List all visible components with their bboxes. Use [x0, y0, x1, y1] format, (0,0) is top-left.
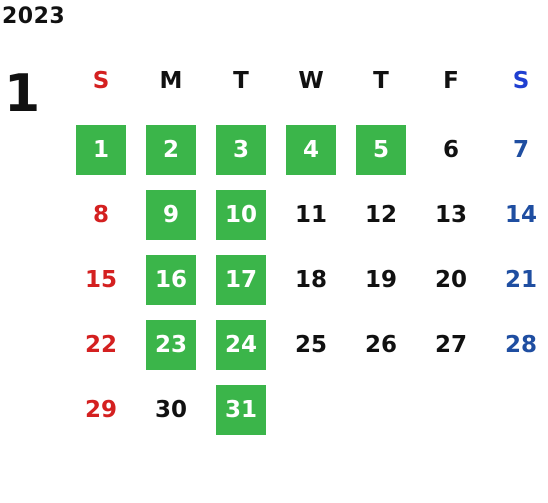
- calendar-day-15[interactable]: 15: [84, 267, 117, 293]
- calendar-day-2[interactable]: 2: [146, 125, 196, 175]
- calendar-day-30[interactable]: 30: [154, 397, 187, 423]
- calendar-day-11[interactable]: 11: [294, 202, 327, 228]
- calendar-day-17[interactable]: 17: [216, 255, 266, 305]
- calendar-day-16[interactable]: 16: [146, 255, 196, 305]
- weekday-friday: F: [443, 68, 459, 94]
- calendar-day-12[interactable]: 12: [364, 202, 397, 228]
- calendar-day-6[interactable]: 6: [442, 137, 459, 163]
- calendar-day-18[interactable]: 18: [294, 267, 327, 293]
- calendar-day-29[interactable]: 29: [84, 397, 117, 423]
- calendar-day-25[interactable]: 25: [294, 332, 327, 358]
- calendar-day-21[interactable]: 21: [504, 267, 537, 293]
- weekday-wednesday: W: [298, 68, 324, 94]
- calendar-day-20[interactable]: 20: [434, 267, 467, 293]
- weekday-monday: M: [159, 68, 183, 94]
- calendar-day-31[interactable]: 31: [216, 385, 266, 435]
- calendar-day-14[interactable]: 14: [504, 202, 537, 228]
- calendar-day-19[interactable]: 19: [364, 267, 397, 293]
- calendar-day-3[interactable]: 3: [216, 125, 266, 175]
- weekday-saturday: S: [512, 68, 530, 94]
- weekday-tuesday: T: [233, 68, 249, 94]
- weekday-thursday: T: [373, 68, 389, 94]
- calendar-day-5[interactable]: 5: [356, 125, 406, 175]
- calendar-day-4[interactable]: 4: [286, 125, 336, 175]
- calendar-day-28[interactable]: 28: [504, 332, 537, 358]
- calendar-day-10[interactable]: 10: [216, 190, 266, 240]
- calendar-day-22[interactable]: 22: [84, 332, 117, 358]
- calendar-day-8[interactable]: 8: [92, 202, 109, 228]
- calendar-day-1[interactable]: 1: [76, 125, 126, 175]
- calendar-day-23[interactable]: 23: [146, 320, 196, 370]
- calendar-month: 1: [4, 64, 41, 124]
- weekday-sunday: S: [92, 68, 110, 94]
- calendar-day-24[interactable]: 24: [216, 320, 266, 370]
- calendar-day-27[interactable]: 27: [434, 332, 467, 358]
- calendar-day-26[interactable]: 26: [364, 332, 397, 358]
- calendar-day-9[interactable]: 9: [146, 190, 196, 240]
- calendar-day-13[interactable]: 13: [434, 202, 467, 228]
- calendar-year: 2023: [2, 4, 66, 29]
- calendar-day-7[interactable]: 7: [512, 137, 529, 163]
